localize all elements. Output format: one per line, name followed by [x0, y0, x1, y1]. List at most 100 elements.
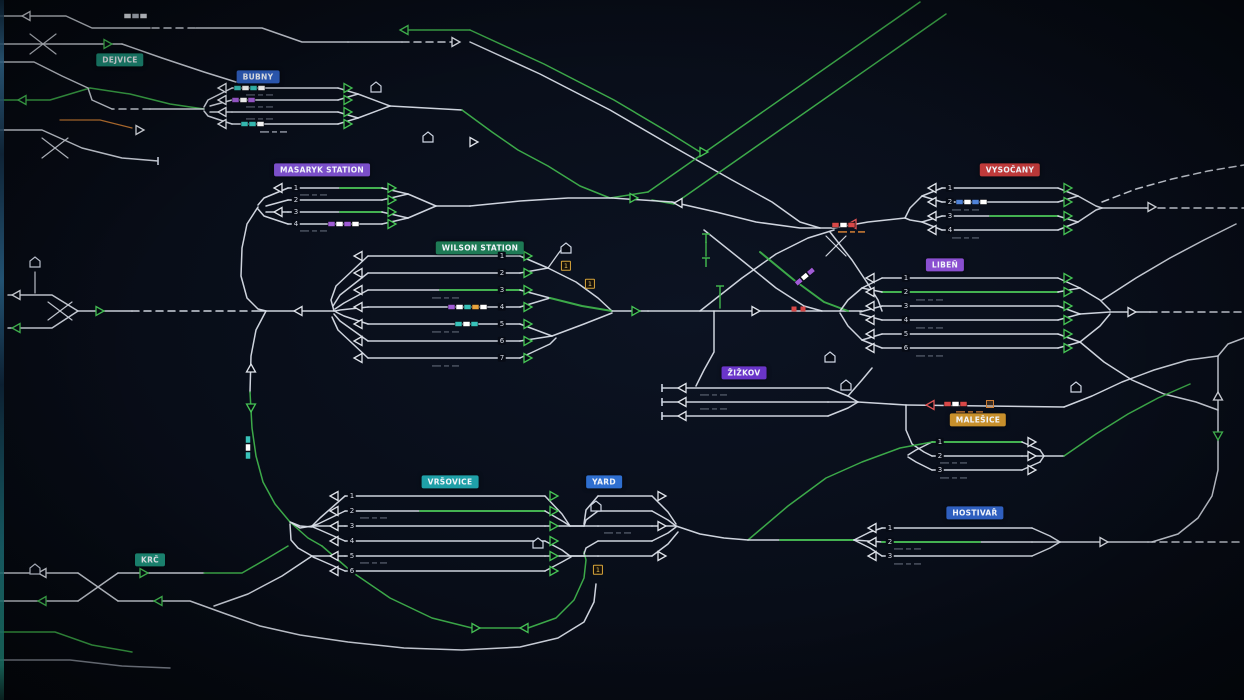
track-segment[interactable] — [59, 119, 133, 129]
signal-icon[interactable] — [1027, 436, 1038, 448]
signal-icon[interactable] — [36, 595, 47, 607]
track-segment[interactable] — [651, 531, 679, 557]
signal-icon[interactable] — [1063, 314, 1074, 326]
track-segment[interactable] — [331, 316, 369, 359]
signal-icon[interactable] — [657, 550, 668, 562]
track-segment[interactable] — [544, 495, 571, 527]
track-segment[interactable] — [651, 526, 677, 542]
signal-icon[interactable] — [469, 136, 480, 148]
track-segment[interactable] — [695, 310, 715, 387]
depot-icon[interactable] — [1070, 381, 1082, 393]
track-segment[interactable] — [1217, 337, 1244, 357]
track-segment[interactable] — [357, 93, 391, 107]
track-segment[interactable] — [203, 545, 289, 574]
track-segment[interactable] — [1057, 221, 1079, 231]
signal-icon[interactable] — [343, 106, 354, 118]
signal-icon[interactable] — [387, 182, 398, 194]
track-segment[interactable] — [1021, 441, 1041, 451]
track-segment[interactable] — [827, 401, 859, 417]
signal-icon[interactable] — [387, 206, 398, 218]
track-segment[interactable] — [1057, 305, 1081, 315]
signal-icon[interactable] — [676, 396, 687, 408]
signal-icon[interactable] — [926, 210, 937, 222]
signal-icon[interactable] — [699, 146, 710, 158]
signal-icon[interactable] — [864, 314, 875, 326]
station-label-vysocany[interactable]: Vysočany — [979, 163, 1041, 177]
train-icon[interactable] — [231, 97, 256, 103]
signal-icon[interactable] — [328, 520, 339, 532]
warning-badge[interactable]: 1 — [592, 564, 604, 576]
track-segment[interactable] — [0, 129, 159, 162]
signal-icon[interactable] — [245, 362, 257, 373]
signal-icon[interactable] — [631, 305, 642, 317]
track-segment[interactable] — [921, 195, 943, 203]
track-segment[interactable] — [1039, 449, 1045, 457]
track-segment[interactable] — [0, 87, 91, 101]
signal-icon[interactable] — [272, 182, 283, 194]
track-segment[interactable] — [0, 15, 151, 29]
track-segment[interactable] — [611, 197, 673, 203]
signal-icon[interactable] — [272, 206, 283, 218]
track-segment[interactable] — [381, 217, 409, 225]
track-segment[interactable] — [861, 277, 883, 289]
signal-icon[interactable] — [343, 94, 354, 106]
signal-icon[interactable] — [657, 520, 668, 532]
track-segment[interactable] — [461, 109, 611, 199]
track-segment[interactable] — [699, 229, 835, 312]
signal-icon[interactable] — [549, 490, 560, 502]
depot-icon[interactable] — [840, 379, 852, 391]
track-segment[interactable] — [7, 310, 79, 329]
track-segment[interactable] — [853, 539, 883, 557]
track-segment[interactable] — [381, 211, 409, 219]
track-segment[interactable] — [673, 13, 947, 205]
track-segment[interactable] — [87, 87, 113, 110]
track-segment[interactable] — [29, 33, 57, 55]
track-segment[interactable] — [583, 510, 599, 527]
signal-icon[interactable] — [398, 24, 409, 36]
track-segment[interactable] — [829, 231, 883, 312]
track-segment[interactable] — [921, 221, 943, 231]
signal-icon[interactable] — [629, 192, 640, 204]
track-segment[interactable] — [647, 1, 921, 193]
signal-icon[interactable] — [352, 284, 363, 296]
track-segment[interactable] — [1079, 313, 1111, 343]
train-icon[interactable] — [327, 221, 360, 227]
track-segment[interactable] — [1057, 195, 1079, 203]
warning-badge[interactable]: 1 — [560, 260, 572, 272]
station-label-krc[interactable]: Krč — [135, 553, 165, 567]
track-segment[interactable] — [1077, 195, 1103, 209]
track-segment[interactable] — [1151, 355, 1219, 543]
signal-icon[interactable] — [1099, 536, 1110, 548]
signal-icon[interactable] — [328, 490, 339, 502]
station-label-vrsovice[interactable]: Vršovice — [421, 475, 479, 489]
signal-icon[interactable] — [523, 301, 534, 313]
station-label-zizkov[interactable]: Žižkov — [721, 366, 767, 380]
signal-icon[interactable] — [139, 567, 150, 579]
signal-icon[interactable] — [1212, 390, 1224, 401]
track-segment[interactable] — [551, 312, 613, 337]
signal-icon[interactable] — [16, 94, 27, 106]
track-segment[interactable] — [583, 540, 599, 555]
depot-icon[interactable] — [590, 500, 602, 512]
track-segment[interactable] — [47, 301, 73, 321]
track-segment[interactable] — [1057, 277, 1081, 289]
track-segment[interactable] — [311, 495, 346, 527]
signal-icon[interactable] — [328, 565, 339, 577]
signal-icon[interactable] — [352, 335, 363, 347]
track-segment[interactable] — [1077, 207, 1103, 223]
warning-badge[interactable]: 1 — [584, 278, 596, 290]
signal-icon[interactable] — [245, 403, 257, 414]
train-icon[interactable] — [447, 304, 488, 310]
signal-icon[interactable] — [926, 224, 937, 236]
signal-icon[interactable] — [20, 10, 31, 22]
track-segment[interactable] — [77, 572, 119, 602]
track-segment[interactable] — [1101, 223, 1237, 301]
track-segment[interactable] — [1063, 355, 1219, 408]
track-segment[interactable] — [747, 441, 933, 541]
track-segment[interactable] — [249, 310, 267, 393]
signal-icon[interactable] — [924, 399, 935, 411]
signal-icon[interactable] — [1063, 272, 1074, 284]
track-segment[interactable] — [1079, 311, 1111, 315]
track-segment[interactable] — [1057, 313, 1081, 321]
signal-icon[interactable] — [352, 301, 363, 313]
